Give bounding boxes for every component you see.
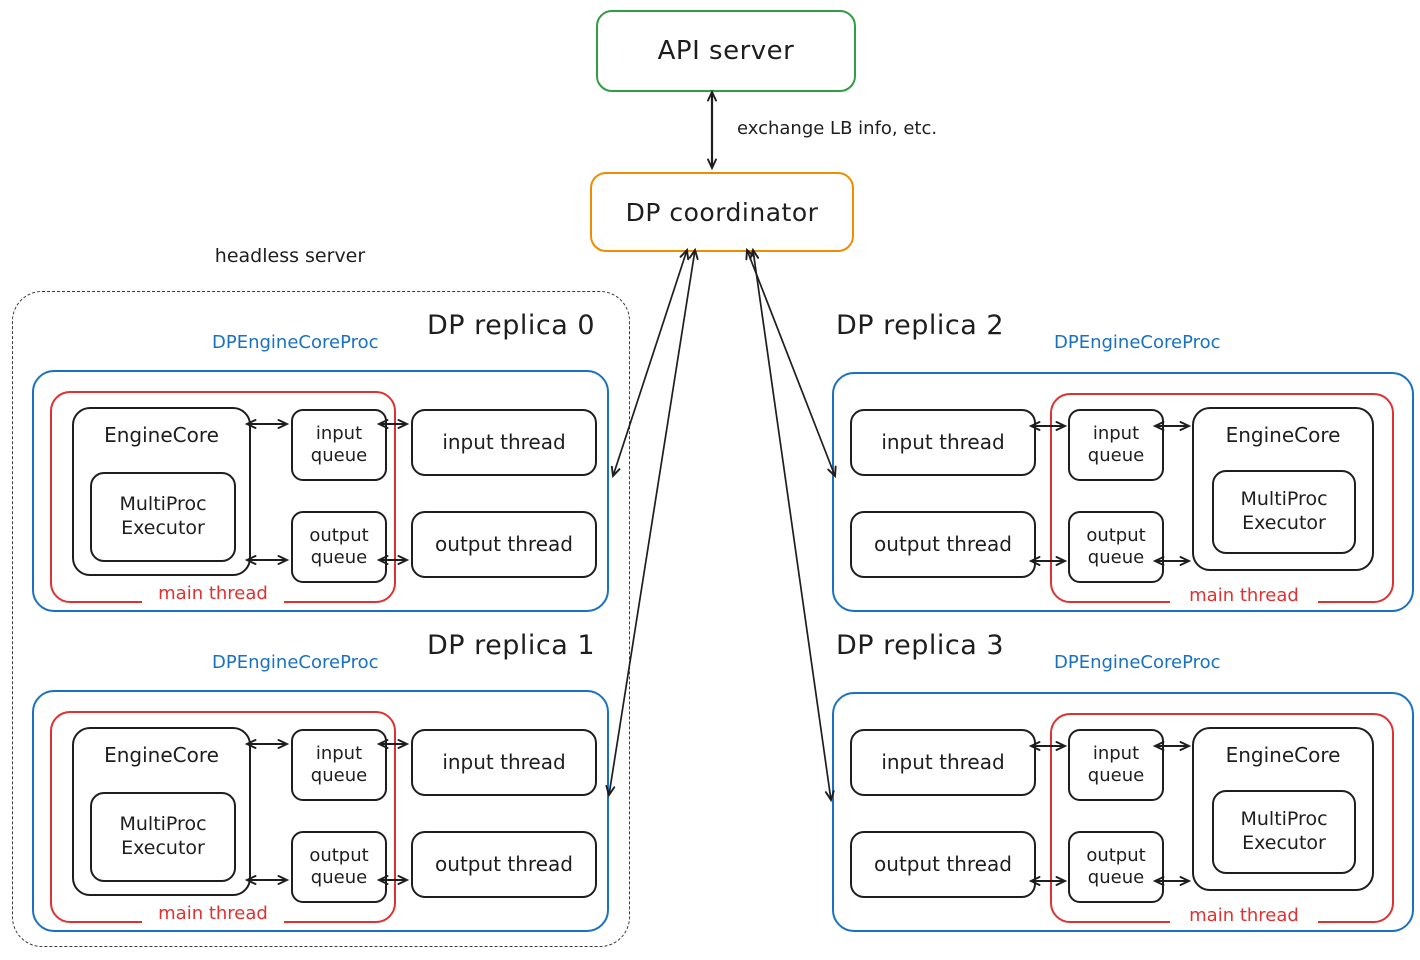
input-queue-label: input queue	[310, 742, 368, 787]
replica-2-input-queue-box: input queue	[1068, 409, 1164, 481]
dp-coordinator-label: DP coordinator	[625, 197, 819, 227]
replica-0-output-queue-box: output queue	[291, 511, 387, 583]
output-queue-label: output queue	[309, 844, 369, 889]
replica-1-output-queue-box: output queue	[291, 831, 387, 903]
input-thread-label: input thread	[442, 750, 566, 774]
output-queue-label: output queue	[1086, 844, 1146, 889]
coordinator-replica-3-arrow	[749, 247, 835, 803]
input-thread-label: input thread	[442, 430, 566, 454]
dp-replica-0: DP replica 0 DPEngineCoreProc EngineCore…	[32, 310, 609, 612]
replica-3-proc-label: DPEngineCoreProc	[1054, 652, 1221, 673]
replica-2-multiproc-executor-box: MultiProc Executor	[1212, 470, 1356, 554]
multiproc-executor-label: MultiProc Executor	[1240, 808, 1328, 854]
replica-2-proc-label: DPEngineCoreProc	[1054, 332, 1221, 353]
replica-1-multiproc-executor-box: MultiProc Executor	[90, 792, 236, 882]
engine-core-label: EngineCore	[1225, 423, 1341, 447]
replica-1-title: DP replica 1	[427, 630, 596, 661]
replica-2-title: DP replica 2	[836, 310, 1005, 341]
replica-0-input-thread-box: input thread	[411, 409, 597, 476]
replica-0-main-thread-label: main thread	[142, 584, 284, 604]
replica-1-input-thread-box: input thread	[411, 729, 597, 796]
replica-3-multiproc-executor-box: MultiProc Executor	[1212, 790, 1356, 874]
headless-server-label: headless server	[214, 245, 366, 267]
multiproc-executor-label: MultiProc Executor	[119, 493, 207, 539]
replica-3-main-thread-label: main thread	[1170, 906, 1318, 926]
replica-1-main-thread-label: main thread	[142, 904, 284, 924]
replica-2-main-thread-label: main thread	[1170, 586, 1318, 606]
output-queue-label: output queue	[309, 524, 369, 569]
input-thread-label: input thread	[881, 430, 1005, 454]
multiproc-executor-label: MultiProc Executor	[1240, 488, 1328, 534]
replica-0-multiproc-executor-box: MultiProc Executor	[90, 472, 236, 562]
replica-2-output-queue-box: output queue	[1068, 511, 1164, 583]
input-queue-label: input queue	[1087, 422, 1145, 467]
replica-3-title: DP replica 3	[836, 630, 1005, 661]
replica-0-input-queue-box: input queue	[291, 409, 387, 481]
replica-0-output-thread-box: output thread	[411, 511, 597, 578]
replica-1-proc-label: DPEngineCoreProc	[212, 652, 379, 673]
api-server-node: API server	[596, 10, 856, 92]
replica-3-input-thread-box: input thread	[850, 729, 1036, 796]
output-thread-label: output thread	[874, 532, 1012, 556]
output-queue-label: output queue	[1086, 524, 1146, 569]
exchange-lb-label: exchange LB info, etc.	[737, 118, 938, 139]
replica-3-output-queue-box: output queue	[1068, 831, 1164, 903]
dp-replica-2: DP replica 2 DPEngineCoreProc input thre…	[832, 310, 1414, 612]
engine-core-label: EngineCore	[104, 743, 219, 767]
dp-replica-3: DP replica 3 DPEngineCoreProc input thre…	[832, 630, 1414, 932]
replica-1-input-queue-box: input queue	[291, 729, 387, 801]
coordinator-replica-2-arrow	[745, 247, 837, 479]
replica-1-output-thread-box: output thread	[411, 831, 597, 898]
engine-core-label: EngineCore	[104, 423, 219, 447]
multiproc-executor-label: MultiProc Executor	[119, 813, 207, 859]
dp-coordinator-node: DP coordinator	[590, 172, 854, 252]
replica-2-input-thread-box: input thread	[850, 409, 1036, 476]
replica-0-title: DP replica 0	[427, 310, 596, 341]
replica-3-input-queue-box: input queue	[1068, 729, 1164, 801]
output-thread-label: output thread	[435, 532, 573, 556]
replica-3-output-thread-box: output thread	[850, 831, 1036, 898]
input-queue-label: input queue	[310, 422, 368, 467]
output-thread-label: output thread	[435, 852, 573, 876]
input-queue-label: input queue	[1087, 742, 1145, 787]
dp-replica-1: DP replica 1 DPEngineCoreProc EngineCore…	[32, 630, 609, 932]
output-thread-label: output thread	[874, 852, 1012, 876]
replica-2-output-thread-box: output thread	[850, 511, 1036, 578]
replica-0-proc-label: DPEngineCoreProc	[212, 332, 379, 353]
input-thread-label: input thread	[881, 750, 1005, 774]
engine-core-label: EngineCore	[1225, 743, 1341, 767]
api-server-label: API server	[657, 36, 795, 66]
